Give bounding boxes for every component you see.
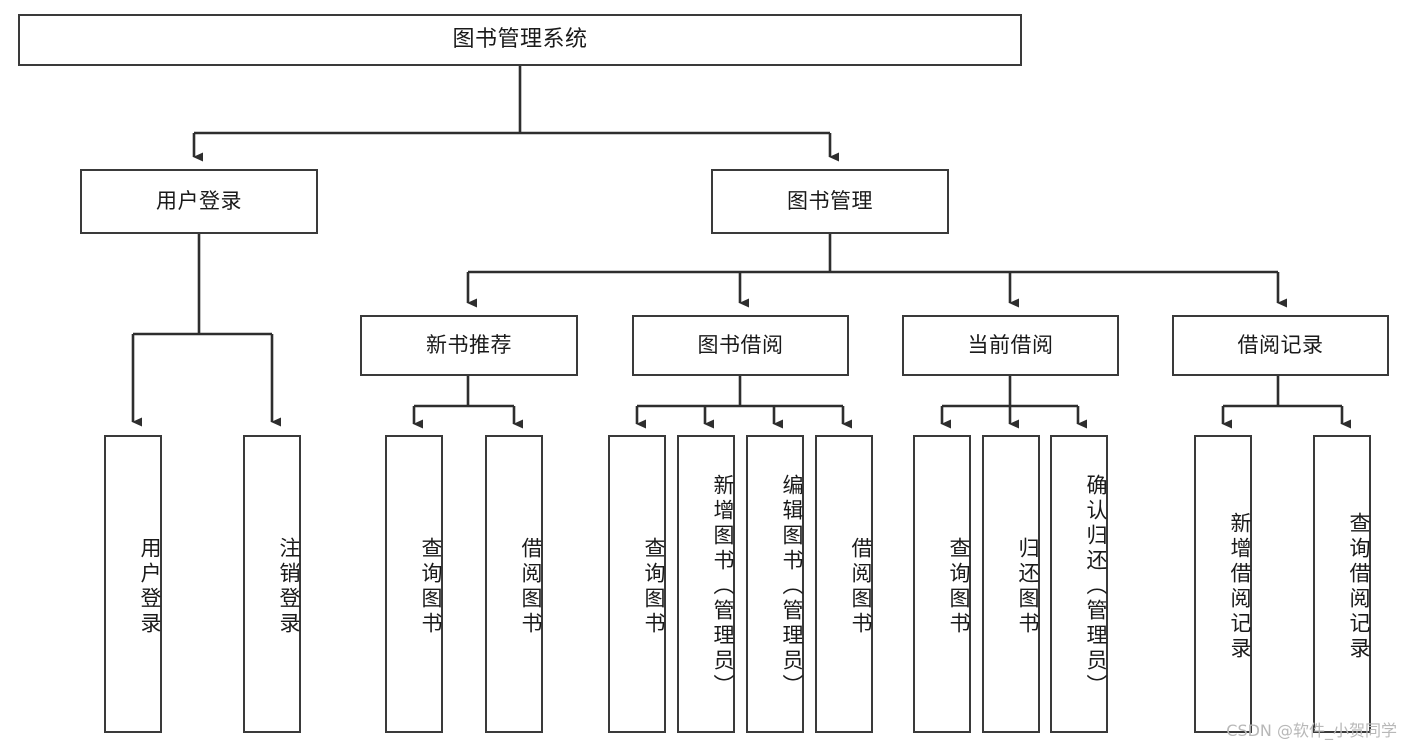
node-label: 用户登录 — [138, 537, 162, 637]
node-root-book-management-system[interactable]: 图书管理系统 — [18, 14, 1022, 66]
node-leaf-return-book[interactable]: 归还图书 — [982, 435, 1040, 733]
node-book-management[interactable]: 图书管理 — [711, 169, 949, 234]
node-label: 借阅图书 — [519, 537, 543, 637]
node-leaf-logout-login[interactable]: 注销登录 — [243, 435, 301, 733]
node-label: 注销登录 — [277, 537, 301, 637]
node-label: 查询借阅记录 — [1347, 512, 1371, 662]
node-leaf-borrow-book[interactable]: 借阅图书 — [815, 435, 873, 733]
node-user-login[interactable]: 用户登录 — [80, 169, 318, 234]
node-leaf-edit-book-admin[interactable]: 编辑图书（管理员） — [746, 435, 804, 733]
node-label: 图书管理系统 — [452, 27, 588, 53]
node-leaf-query-book-borrow[interactable]: 查询图书 — [608, 435, 666, 733]
csdn-watermark: CSDN @软件_小贺同学 — [1226, 717, 1397, 741]
node-label: 新增图书（管理员） — [711, 473, 735, 699]
node-label: 借阅图书 — [849, 537, 873, 637]
node-leaf-query-borrow-record[interactable]: 查询借阅记录 — [1313, 435, 1371, 733]
node-leaf-add-borrow-record[interactable]: 新增借阅记录 — [1194, 435, 1252, 733]
node-leaf-confirm-return-admin[interactable]: 确认归还（管理员） — [1050, 435, 1108, 733]
node-leaf-user-login[interactable]: 用户登录 — [104, 435, 162, 733]
node-label: 查询图书 — [642, 537, 666, 637]
node-new-book-recommend[interactable]: 新书推荐 — [360, 315, 578, 376]
node-label: 查询图书 — [947, 537, 971, 637]
node-label: 借阅记录 — [1237, 333, 1324, 358]
node-label: 新增借阅记录 — [1228, 512, 1252, 662]
node-leaf-borrow-book-recommend[interactable]: 借阅图书 — [485, 435, 543, 733]
node-label: 图书借阅 — [697, 333, 784, 358]
node-label: 图书管理 — [787, 189, 873, 214]
node-label: 归还图书 — [1016, 537, 1040, 637]
node-book-borrow[interactable]: 图书借阅 — [632, 315, 849, 376]
node-leaf-query-book-recommend[interactable]: 查询图书 — [385, 435, 443, 733]
node-label: 确认归还（管理员） — [1084, 473, 1108, 699]
node-label: 用户登录 — [156, 189, 242, 214]
node-label: 查询图书 — [419, 537, 443, 637]
node-label: 当前借阅 — [967, 333, 1054, 358]
node-leaf-add-book-admin[interactable]: 新增图书（管理员） — [677, 435, 735, 733]
watermark-text: CSDN @软件_小贺同学 — [1226, 721, 1397, 740]
node-leaf-query-book-current[interactable]: 查询图书 — [913, 435, 971, 733]
node-label: 新书推荐 — [426, 333, 512, 358]
node-borrow-record[interactable]: 借阅记录 — [1172, 315, 1389, 376]
node-current-borrow[interactable]: 当前借阅 — [902, 315, 1119, 376]
node-label: 编辑图书（管理员） — [780, 473, 804, 699]
